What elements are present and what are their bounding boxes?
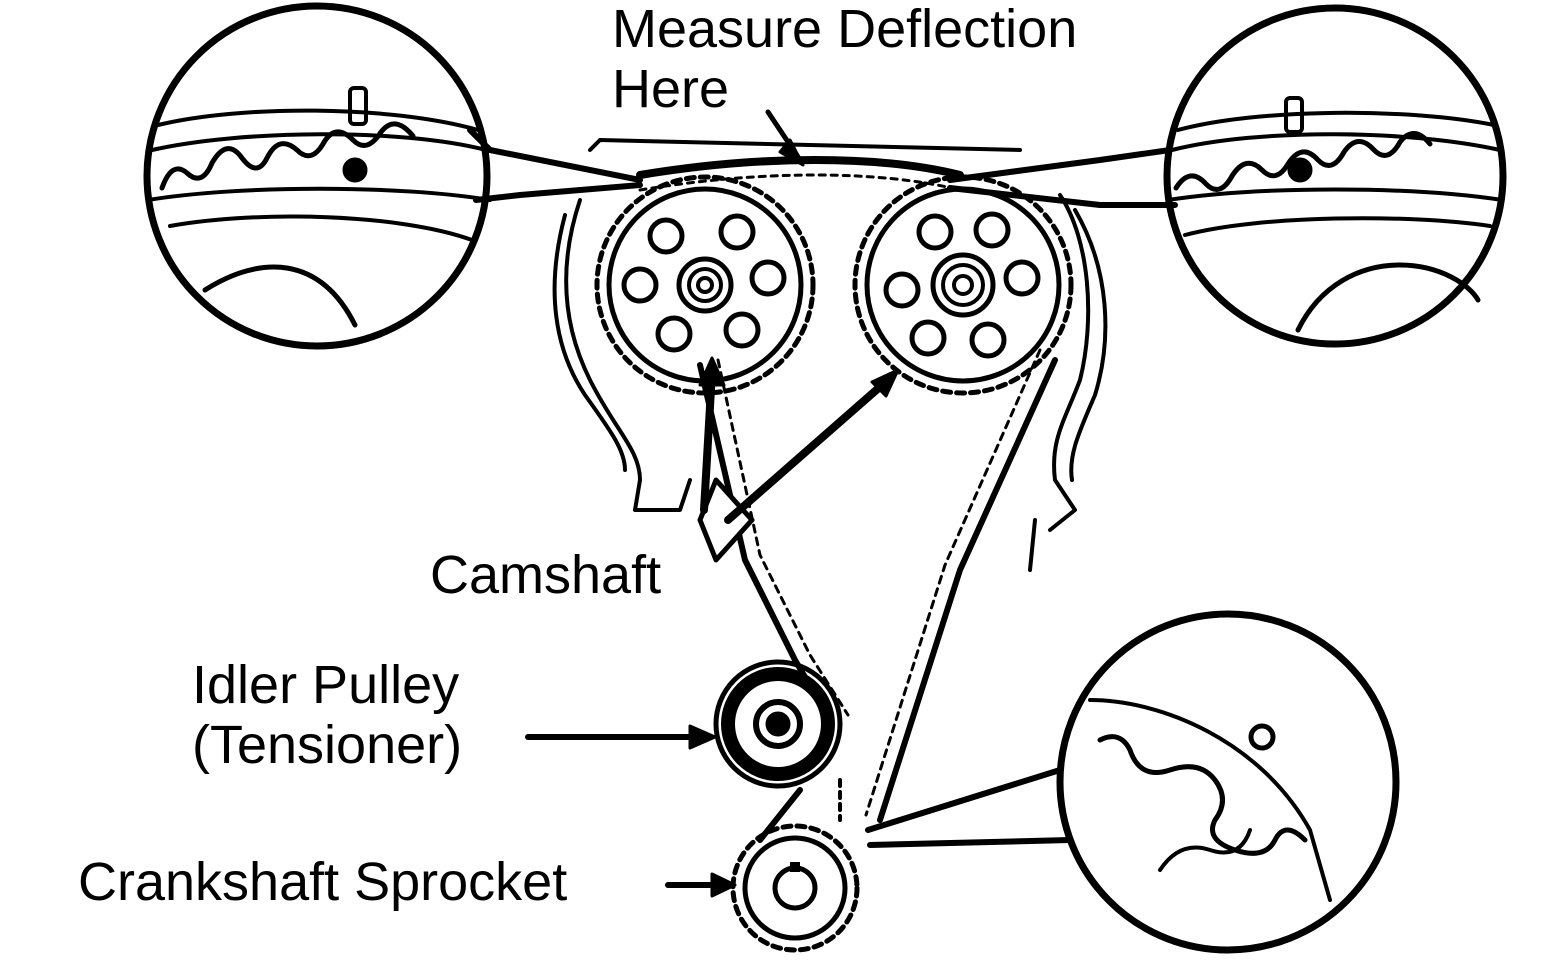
measure-deflection-label-line2: Here — [612, 59, 730, 119]
crank-detail-magnifier — [865, 610, 1400, 954]
crankshaft-arrow — [665, 872, 737, 898]
crankshaft-sprocket — [730, 823, 860, 953]
measure-deflection-label-line1: Measure Deflection — [612, 0, 1078, 59]
idler-arrow — [525, 724, 717, 750]
idler-pulley-label-line2: (Tensioner) — [192, 715, 463, 775]
engine-block-outline — [552, 138, 1108, 572]
left-camshaft-sprocket — [594, 174, 816, 396]
camshaft-arrows — [697, 356, 900, 563]
idler-pulley-label-line1: Idler Pulley — [192, 655, 460, 715]
right-camshaft-sprocket — [852, 174, 1074, 396]
crankshaft-sprocket-label: Crankshaft Sprocket — [78, 852, 568, 912]
left-detail-magnifier — [143, 2, 492, 350]
idler-pulley — [713, 659, 843, 789]
camshaft-label: Camshaft — [430, 545, 662, 605]
right-detail-magnifier — [1163, 4, 1507, 348]
magnifier-leader-lines — [467, 127, 1178, 208]
measure-deflection-arrow — [765, 109, 805, 167]
